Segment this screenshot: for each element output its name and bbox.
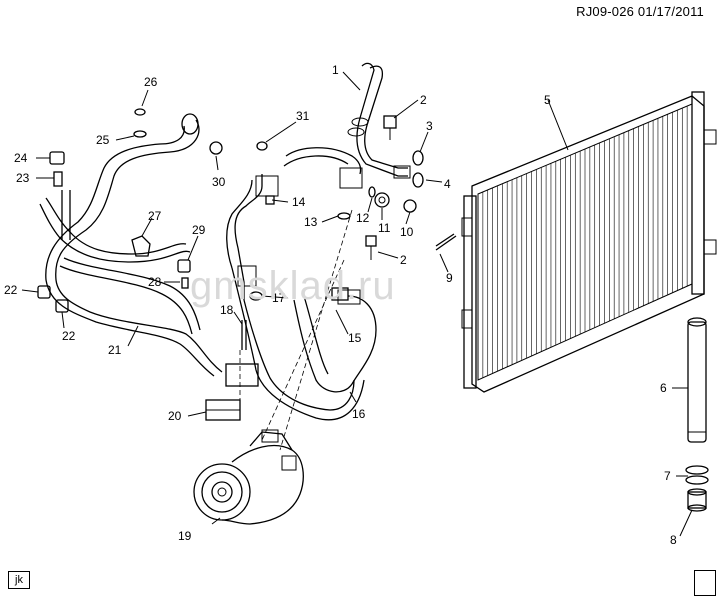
gm-spo-logo bbox=[694, 570, 716, 596]
callout-21: 21 bbox=[108, 343, 122, 357]
callout-24: 24 bbox=[14, 151, 28, 165]
callout-17: 17 bbox=[272, 291, 286, 305]
fitting-15 bbox=[331, 287, 349, 301]
callout-29: 29 bbox=[192, 223, 206, 237]
diagram-date: 01/17/2011 bbox=[637, 4, 704, 19]
clip-26 bbox=[134, 108, 146, 116]
callout-2: 2 bbox=[420, 93, 427, 107]
receiver-drier bbox=[687, 317, 707, 443]
callout-10: 10 bbox=[400, 225, 414, 239]
cap-29 bbox=[177, 259, 191, 273]
callout-9: 9 bbox=[446, 271, 453, 285]
compressor bbox=[193, 429, 304, 525]
bracket-27 bbox=[131, 235, 151, 257]
corner-tag: jk bbox=[8, 571, 30, 589]
hose-block bbox=[225, 363, 259, 387]
callout-2b: 2 bbox=[400, 253, 407, 267]
callout-14: 14 bbox=[292, 195, 306, 209]
callout-22b: 22 bbox=[62, 329, 76, 343]
drier-cap bbox=[687, 488, 707, 512]
callout-3: 3 bbox=[426, 119, 433, 133]
block-fitting-20 bbox=[205, 399, 241, 421]
seal-30 bbox=[209, 141, 223, 155]
callout-23: 23 bbox=[16, 171, 30, 185]
bolt-2-lower bbox=[365, 235, 377, 260]
callout-16: 16 bbox=[352, 407, 366, 421]
cap-24 bbox=[49, 151, 65, 165]
stud-9 bbox=[435, 233, 457, 251]
watermark: gmsklad.ru bbox=[190, 264, 396, 308]
diagram-id: RJ09-026 bbox=[576, 4, 635, 19]
valve-23 bbox=[53, 171, 63, 187]
seal-31 bbox=[256, 141, 268, 151]
callout-6: 6 bbox=[660, 381, 667, 395]
seal-10 bbox=[403, 199, 417, 213]
valve-11 bbox=[374, 192, 390, 208]
diagram-header: RJ09-026 01/17/2011 bbox=[576, 4, 704, 19]
seal-12 bbox=[368, 186, 376, 198]
stud-18 bbox=[241, 320, 247, 350]
seal-13 bbox=[337, 212, 351, 220]
callout-22: 22 bbox=[4, 283, 18, 297]
callout-27: 27 bbox=[148, 209, 162, 223]
callout-31: 31 bbox=[296, 109, 310, 123]
callout-11: 11 bbox=[378, 221, 391, 235]
callout-leaders bbox=[21, 71, 693, 537]
callout-labels: 1 2 3 4 5 6 7 8 9 10 11 12 13 14 15 16 1… bbox=[4, 63, 677, 547]
callout-5: 5 bbox=[544, 93, 551, 107]
condenser bbox=[461, 91, 717, 393]
callout-15: 15 bbox=[348, 331, 362, 345]
callout-19: 19 bbox=[178, 529, 192, 543]
seal-25 bbox=[133, 130, 147, 138]
condenser-hose bbox=[283, 62, 411, 189]
discharge-hose bbox=[39, 113, 223, 377]
callout-26: 26 bbox=[144, 75, 158, 89]
callout-13: 13 bbox=[304, 215, 318, 229]
callout-30: 30 bbox=[212, 175, 226, 189]
callout-28: 28 bbox=[148, 275, 162, 289]
seal-3 bbox=[412, 150, 424, 166]
callout-4: 4 bbox=[444, 177, 451, 191]
callout-7: 7 bbox=[664, 469, 671, 483]
valve-28 bbox=[181, 277, 189, 289]
callout-1: 1 bbox=[332, 63, 339, 77]
seal-4 bbox=[412, 172, 424, 188]
suction-hose bbox=[226, 174, 377, 421]
callout-12: 12 bbox=[356, 211, 370, 225]
callout-25: 25 bbox=[96, 133, 110, 147]
callout-20: 20 bbox=[168, 409, 182, 423]
drier-seals bbox=[685, 465, 709, 485]
callout-18: 18 bbox=[220, 303, 234, 317]
bolt bbox=[383, 115, 397, 140]
callout-8: 8 bbox=[670, 533, 677, 547]
